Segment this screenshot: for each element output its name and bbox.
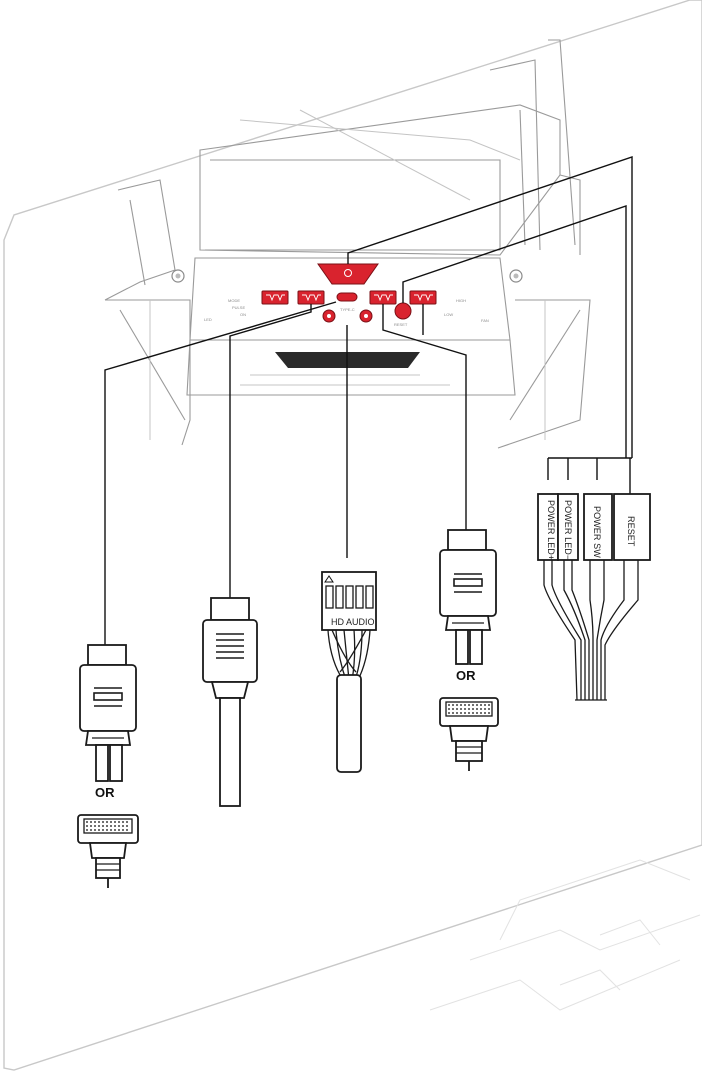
pc-case-front: MODE PULSE ON LED HIGH LOW FAN RESET TYP…: [104, 39, 591, 449]
background-panel: [3, 0, 702, 1071]
usb-c-header-alt-right: [439, 697, 499, 771]
label-high: HIGH: [456, 298, 466, 303]
hd-audio-connector: HD AUDIO: [321, 571, 377, 773]
pin-label-power-led-minus: POWER LED−: [563, 500, 573, 560]
pin-label-reset: RESET: [626, 516, 636, 547]
usb2-connector: [202, 597, 258, 807]
reset-button: [394, 302, 412, 320]
label-mode: MODE: [228, 298, 240, 303]
or-label-left: OR: [95, 785, 115, 800]
or-label-right: OR: [456, 668, 476, 683]
label-reset-button: RESET: [394, 322, 408, 327]
label-pulse: PULSE: [232, 305, 245, 310]
label-fan: FAN: [481, 318, 489, 323]
usb3-connector-left: OR: [77, 644, 139, 888]
power-button: [317, 263, 379, 285]
decorative-watermark: [429, 859, 701, 1011]
hd-audio-label: HD AUDIO: [331, 617, 375, 627]
label-on: ON: [240, 312, 246, 317]
usb-a-ports: [261, 290, 437, 305]
pin-label-power-sw: POWER SW: [592, 506, 602, 558]
usb3-connector-right: OR: [439, 529, 499, 771]
header-cable-bundle: [543, 560, 639, 701]
pin-label-power-led-plus: POWER LED+: [546, 500, 556, 560]
usb-c-header-alt-left: [77, 814, 139, 888]
label-led: LED: [204, 317, 212, 322]
usb-c-port: [336, 292, 358, 302]
front-panel-header-plugs: POWER LED+ POWER LED− POWER SW RESET: [537, 493, 651, 701]
label-low: LOW: [444, 312, 453, 317]
connection-wires: [104, 156, 633, 645]
label-type-c: TYPE-C: [340, 307, 355, 312]
